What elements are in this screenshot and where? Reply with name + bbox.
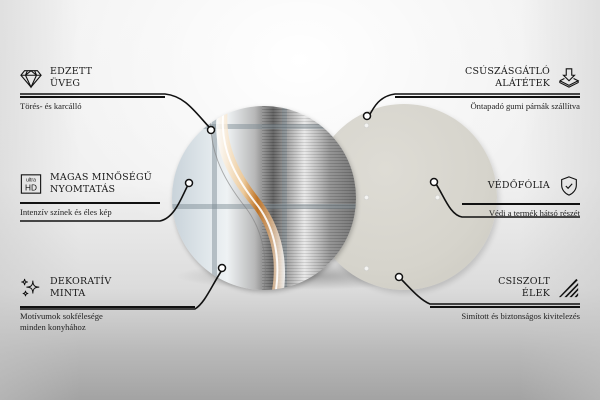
shield-check-icon <box>558 175 580 197</box>
feature-title-line2: ALÁTÉTEK <box>495 78 550 89</box>
feature-title-line2: ÉLEK <box>521 288 550 299</box>
divider <box>462 203 580 205</box>
diamond-icon <box>20 67 42 89</box>
polished-edge-icon <box>558 277 580 299</box>
feature-desc: Törés- és karcálló <box>20 101 82 111</box>
divider <box>20 306 195 308</box>
feature-title-line1: VÉDŐFÓLIA <box>487 180 550 191</box>
feature-decorative-pattern: DEKORATÍV MINTA Motívumok sokfélesége mi… <box>20 276 195 332</box>
divider <box>430 306 580 308</box>
feature-polished-edges: CSISZOLT ÉLEK Simított és biztonságos ki… <box>430 276 580 322</box>
feature-title-line1: CSISZOLT <box>498 276 550 287</box>
feature-title-line2: ÜVEG <box>50 78 81 89</box>
divider <box>395 96 580 98</box>
rubber-pad-hole <box>364 195 369 200</box>
window-frame-reflection <box>172 124 356 129</box>
trivet-front-disc <box>172 106 356 290</box>
feature-high-quality-print: ultra HD MAGAS MINŐSÉGŰ NYOMTATÁS Intenz… <box>20 172 160 218</box>
feature-tempered-glass: EDZETT ÜVEG Törés- és karcálló <box>20 66 165 112</box>
feature-desc: Simított és biztonságos kivitelezés <box>461 311 580 321</box>
divider <box>20 96 165 98</box>
divider <box>20 202 160 204</box>
feature-desc-line2: minden konyhához <box>20 321 86 332</box>
feature-desc: Öntapadó gumi párnák szállítva <box>470 101 580 111</box>
non-slip-pad-icon <box>558 67 580 89</box>
feature-desc: Védi a termék hátsó részét <box>488 208 580 218</box>
feature-title-line1: EDZETT <box>50 66 93 77</box>
feature-non-slip-pads: CSÚSZÁSGÁTLÓ ALÁTÉTEK Öntapadó gumi párn… <box>395 66 580 112</box>
feature-title-line1: CSÚSZÁSGÁTLÓ <box>464 66 550 77</box>
rubber-pad-hole <box>364 266 369 271</box>
rubber-pad-hole <box>364 123 369 128</box>
chrome-wave-graphic <box>210 106 286 290</box>
feature-desc: Intenzív színek és éles kép <box>20 207 112 217</box>
svg-text:HD: HD <box>25 183 37 192</box>
feature-protective-film: VÉDŐFÓLIA Védi a termék hátsó részét <box>462 175 580 219</box>
window-frame-reflection <box>282 106 287 290</box>
feature-title-line2: NYOMTATÁS <box>50 184 116 195</box>
feature-title-line2: MINTA <box>50 288 86 299</box>
feature-title-line1: DEKORATÍV <box>50 276 112 287</box>
ultra-hd-icon: ultra HD <box>20 173 42 195</box>
feature-desc-line1: Motívumok sokfélesége <box>20 311 103 321</box>
sparkles-icon <box>20 277 42 299</box>
svg-text:ultra: ultra <box>26 177 36 183</box>
feature-title-line1: MAGAS MINŐSÉGŰ <box>50 172 152 183</box>
window-frame-reflection <box>212 106 217 290</box>
rubber-pad-hole <box>435 195 440 200</box>
